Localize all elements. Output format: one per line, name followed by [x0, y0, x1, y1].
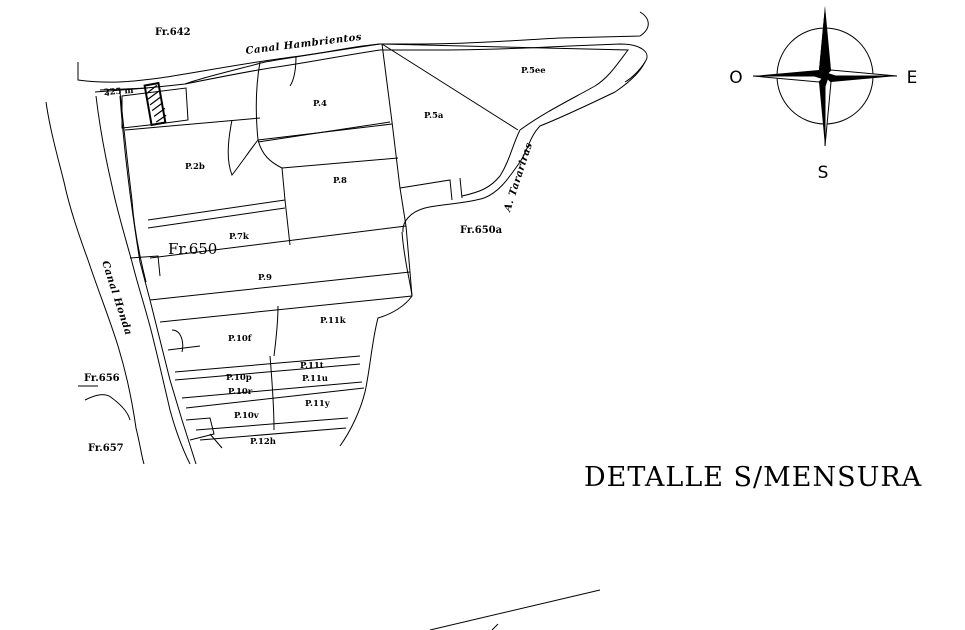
a-tarariras-lines	[381, 43, 646, 233]
parcel-label-p4: P.4	[313, 99, 327, 109]
compass-east-label: E	[907, 68, 918, 88]
compass-west-label: O	[729, 68, 742, 88]
compass-rose	[752, 6, 898, 147]
canal-hambrientos-label: Canal Hambrientos	[245, 32, 363, 57]
parcel-label-p11t: P.11t	[300, 361, 324, 371]
parcel-label-p11k: P.11k	[320, 316, 347, 326]
parcel-label-p11y: P.11y	[305, 399, 331, 409]
parcel-label-p10f: P.10f	[228, 334, 253, 344]
parcel-label-p8: P.8	[333, 176, 347, 186]
parcel-label-p7k: P.7k	[229, 232, 250, 242]
parcel-label-p12h: P.12h	[250, 437, 276, 447]
parcel-label-p2b: P.2b	[185, 162, 205, 172]
lot-outlines	[119, 43, 519, 465]
parcel-label-p10p: P.10p	[226, 373, 252, 383]
parcel-label-p10v: P.10v	[234, 411, 260, 421]
parcel-label-p11u: P.11u	[302, 374, 328, 384]
fraction-label-642: Fr.642	[155, 27, 191, 38]
parcel-label-p5ee: P.5ee	[521, 66, 546, 76]
fraction-label-650: Fr.650	[168, 240, 217, 258]
bottom-road-lines	[429, 589, 601, 630]
parcel-label-p5a: P.5a	[424, 111, 444, 121]
map-title: DETALLE S/MENSURA	[584, 462, 922, 493]
canal-honda-lines	[45, 90, 191, 465]
canal-hambrientos-lines	[77, 11, 649, 93]
a-tarariras-label: A. Tarariras	[502, 141, 535, 214]
parcel-label-p10r: P.10r	[228, 387, 253, 397]
canal-honda-label: Canal Honda	[99, 260, 134, 337]
fraction-label-657: Fr.657	[88, 443, 124, 454]
fraction-label-656: Fr.656	[84, 373, 120, 384]
fraction-label-650a: Fr.650a	[460, 225, 503, 236]
compass-south-label: S	[818, 163, 829, 183]
parcel-label-p9: P.9	[258, 273, 272, 283]
hatched-marker	[99, 81, 167, 127]
measurement-label: 225 m	[104, 86, 134, 98]
